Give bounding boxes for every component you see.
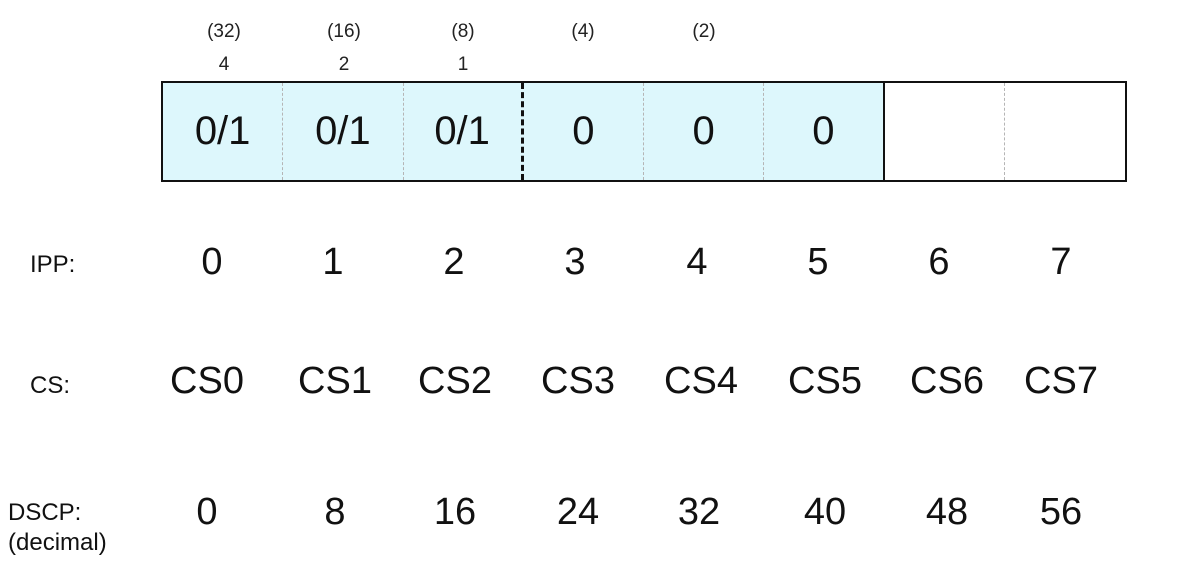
dscp-weight-4: (2) <box>692 21 716 42</box>
cs-value-3: CS3 <box>541 360 615 402</box>
dscp-weight-2: (8) <box>451 21 475 42</box>
bit-cell-6 <box>885 83 1005 180</box>
ipp-value-0: 0 <box>201 241 223 283</box>
ipp-weight-2: 1 <box>457 54 469 75</box>
dscp-value-7: 56 <box>1039 491 1083 533</box>
ipp-value-5: 5 <box>807 241 829 283</box>
cs-value-7: CS7 <box>1024 360 1098 402</box>
bit-cell-1: 0/1 <box>283 83 404 180</box>
ipp-value-2: 2 <box>443 241 465 283</box>
cs-value-2: CS2 <box>418 360 492 402</box>
ipp-value-7: 7 <box>1050 241 1072 283</box>
cs-value-0: CS0 <box>170 360 244 402</box>
bit-cell-2: 0/1 <box>403 83 524 180</box>
dscp-weight-0: (32) <box>207 21 241 42</box>
cs-value-6: CS6 <box>910 360 984 402</box>
bit-cell-3: 0 <box>523 83 644 180</box>
ipp-weight-1: 2 <box>338 54 350 75</box>
dscp-weight-3: (4) <box>571 21 595 42</box>
bit-cell-4: 0 <box>644 83 765 180</box>
ipp-value-4: 4 <box>686 241 708 283</box>
cs-value-1: CS1 <box>298 360 372 402</box>
cs-value-4: CS4 <box>664 360 738 402</box>
dscp-value-1: 8 <box>324 491 346 533</box>
dscp-row-label: DSCP: (decimal) <box>8 498 107 558</box>
ipp-value-1: 1 <box>322 241 344 283</box>
dscp-value-4: 32 <box>677 491 721 533</box>
ipp-row-label: IPP: <box>30 251 76 278</box>
dscp-value-3: 24 <box>556 491 600 533</box>
cs-row-label: CS: <box>30 372 71 399</box>
dscp-label-line2: (decimal) <box>8 529 107 556</box>
ipp-value-3: 3 <box>564 241 586 283</box>
ipp-weight-0: 4 <box>218 54 230 75</box>
bit-cell-0: 0/1 <box>163 83 284 180</box>
dscp-value-2: 16 <box>433 491 477 533</box>
bit-cell-5: 0 <box>764 83 885 180</box>
bit-cell-7 <box>1005 83 1125 180</box>
dscp-weight-1: (16) <box>327 21 361 42</box>
ipp-value-6: 6 <box>928 241 950 283</box>
dscp-label-line1: DSCP: <box>8 499 82 526</box>
cs-value-5: CS5 <box>788 360 862 402</box>
dscp-value-6: 48 <box>925 491 969 533</box>
dscp-value-5: 40 <box>803 491 847 533</box>
tos-bit-field: 0/1 0/1 0/1 0 0 0 <box>161 81 1127 182</box>
dscp-value-0: 0 <box>196 491 218 533</box>
